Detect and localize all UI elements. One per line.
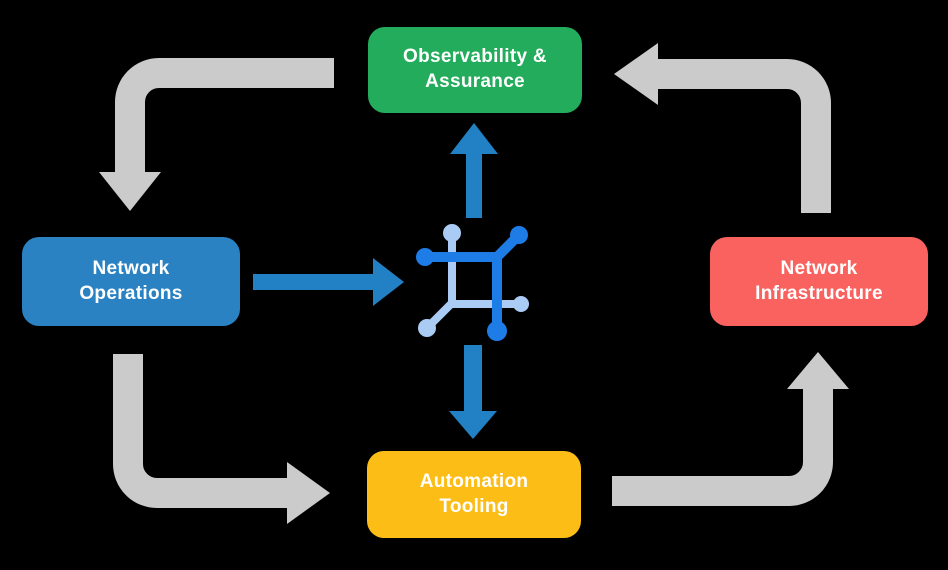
arrowhead-left xyxy=(614,43,658,105)
arrow-center-to-observability xyxy=(450,123,498,218)
node-label-line: Infrastructure xyxy=(755,282,883,304)
network-automation-icon xyxy=(416,224,529,341)
node-label-line: Operations xyxy=(79,282,183,304)
node-observability-assurance: Observability & Assurance xyxy=(368,27,582,113)
arrow-center-to-automation xyxy=(449,345,497,439)
node-label-line: Assurance xyxy=(425,71,525,92)
arrowhead-down xyxy=(99,172,161,211)
arrow-automation-to-infrastructure xyxy=(612,352,849,506)
icon-right-light-node xyxy=(513,296,529,312)
arrowhead-right xyxy=(287,462,330,524)
icon-left-dark-node xyxy=(416,248,434,266)
icon-bottom-dark-node xyxy=(487,321,507,341)
node-label-line: Network xyxy=(780,257,858,279)
icon-bottom-left-light-node xyxy=(418,319,436,337)
arrow-observability-to-operations xyxy=(99,58,334,211)
icon-top-light-node xyxy=(443,224,461,242)
node-network-operations: Network Operations xyxy=(22,237,240,326)
arrow-operations-to-automation xyxy=(113,354,330,524)
node-automation-tooling: Automation Tooling xyxy=(367,451,581,538)
node-label-line: Network xyxy=(92,257,170,279)
node-label-line: Tooling xyxy=(439,495,509,517)
arrow-infrastructure-to-observability xyxy=(614,43,831,213)
node-label-line: Observability & xyxy=(403,46,547,68)
node-label-line: Automation xyxy=(419,470,529,492)
arrow-operations-to-center xyxy=(253,258,404,306)
icon-top-right-dark-node xyxy=(510,226,528,244)
arrowhead-up xyxy=(787,352,849,389)
node-network-infrastructure: Network Infrastructure xyxy=(710,237,928,326)
